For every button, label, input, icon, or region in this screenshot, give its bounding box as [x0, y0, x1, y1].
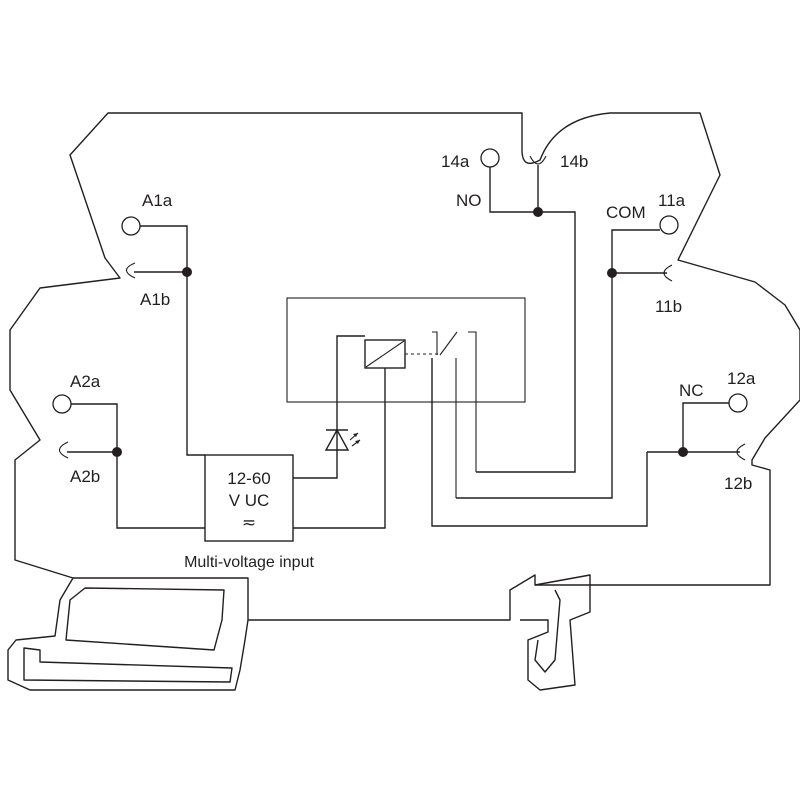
junction-a2 — [112, 447, 122, 457]
terminal-14b-clamp — [529, 155, 547, 165]
led-diode-icon — [324, 428, 361, 451]
label-a1b: A1b — [140, 290, 170, 309]
psu-ac-dc-symbol: ≂ — [242, 513, 256, 532]
label-11b: 11b — [655, 297, 682, 316]
relay-enclosure — [286, 297, 526, 403]
label-12a: 12a — [727, 369, 756, 388]
psu-voltage-type: V UC — [229, 491, 270, 510]
label-14a: 14a — [441, 152, 470, 171]
terminal-a1b-clamp — [125, 262, 136, 279]
label-a2a: A2a — [70, 372, 101, 391]
label-com: COM — [606, 203, 646, 222]
terminal-a2b-clamp — [58, 441, 69, 459]
label-a2b: A2b — [70, 467, 100, 486]
terminal-11a — [659, 215, 679, 235]
psu-caption: Multi-voltage input — [184, 554, 314, 571]
terminal-12a — [728, 393, 748, 413]
terminal-a1a — [121, 216, 141, 236]
terminal-a2a — [52, 394, 72, 414]
label-12b: 12b — [724, 474, 752, 493]
junction-11 — [607, 268, 617, 278]
psu-voltage-range: 12-60 — [227, 469, 270, 488]
label-11a: 11a — [658, 191, 686, 210]
din-rail-foot-icon — [7, 574, 591, 691]
housing-outline — [9, 112, 800, 621]
label-a1a: A1a — [142, 191, 173, 210]
junction-12 — [678, 447, 688, 457]
label-nc: NC — [679, 381, 704, 400]
changeover-contact-icon — [432, 331, 477, 498]
terminal-14a — [480, 148, 500, 168]
power-supply-box — [204, 454, 294, 542]
junction-a1 — [182, 267, 192, 277]
label-14b: 14b — [560, 152, 588, 171]
junction-14 — [533, 207, 543, 217]
label-no: NO — [456, 191, 482, 210]
